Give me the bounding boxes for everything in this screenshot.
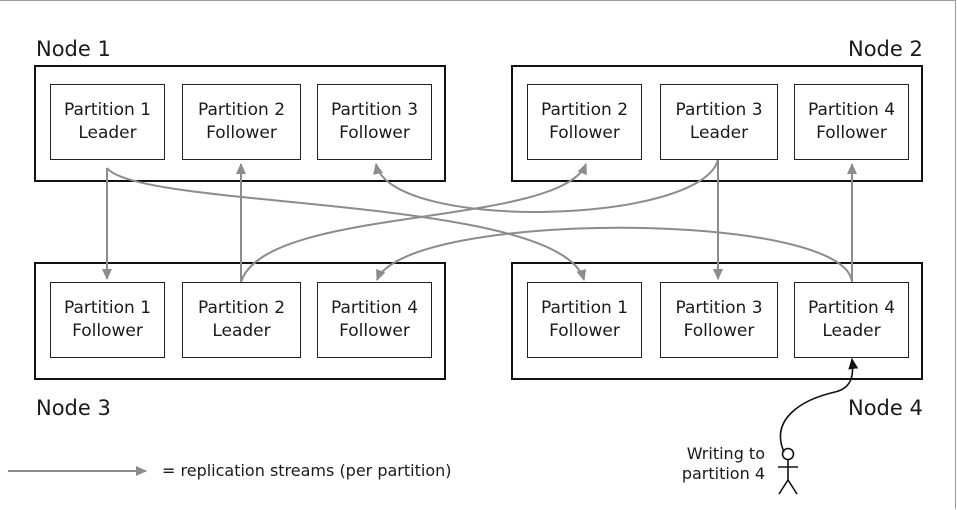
arrow-p4-n4-to-n3 [376,226,853,283]
partition-name: Partition 3 [675,298,763,318]
partition-name: Partition 3 [675,100,763,120]
node-2-partition-4: Partition 4 Follower [794,84,909,160]
node-4-label: Node 4 [848,396,923,420]
partition-name: Partition 1 [540,298,629,318]
write-arrow [779,358,859,453]
legend-text: = replication streams (per partition) [162,461,452,480]
node-4-partition-4: Partition 4 Leader [794,282,909,358]
node-2-label: Node 2 [848,37,923,61]
partition-role: Follower [339,321,410,341]
node-2-partition-3: Partition 3 Leader [660,84,778,160]
partition-role: Follower [816,123,887,143]
partition-name: Partition 4 [807,298,896,318]
partition-role: Follower [72,321,143,341]
node-4-partition-1: Partition 1 Follower [527,282,642,358]
node-4-partition-3: Partition 3 Follower [660,282,778,358]
partition-name: Partition 1 [63,100,152,120]
partition-role: Leader [78,123,137,143]
arrow-p3-n2-to-n1 [373,159,719,213]
partition-name: Partition 3 [330,100,419,120]
node-1-partition-1: Partition 1 Leader [50,84,165,160]
node-3-partition-1: Partition 1 Follower [50,282,165,358]
partition-name: Partition 4 [807,100,896,120]
node-1-label: Node 1 [36,37,111,61]
partition-role: Leader [822,321,881,341]
partition-role: Follower [206,123,277,143]
partition-role: Follower [339,123,410,143]
partition-role: Follower [549,321,620,341]
arrow-p1-n1-to-n4 [106,167,587,281]
partition-role: Leader [689,123,749,143]
node-1-partition-3: Partition 3 Follower [317,84,432,160]
node-3-partition-4: Partition 4 Follower [317,282,432,358]
writer-caption: Writing to partition 4 [682,444,765,484]
arrow-p2-n3-to-n2 [240,163,587,283]
partition-name: Partition 2 [197,298,286,318]
node-1-partition-2: Partition 2 Follower [182,84,301,160]
partition-role: Leader [212,321,271,341]
node-3-partition-2: Partition 2 Leader [182,282,301,358]
node-2-partition-2: Partition 2 Follower [527,84,642,160]
partition-role: Follower [683,321,755,341]
writer-line-2: partition 4 [681,464,765,483]
partition-name: Partition 4 [330,298,419,318]
partition-role: Follower [549,123,620,143]
writer-line-1: Writing to [686,444,765,463]
partition-name: Partition 1 [63,298,152,318]
node-3-label: Node 3 [36,396,111,420]
partition-name: Partition 2 [540,100,629,120]
partition-name: Partition 2 [197,100,286,120]
person-head [781,447,795,461]
person-body [778,460,798,495]
